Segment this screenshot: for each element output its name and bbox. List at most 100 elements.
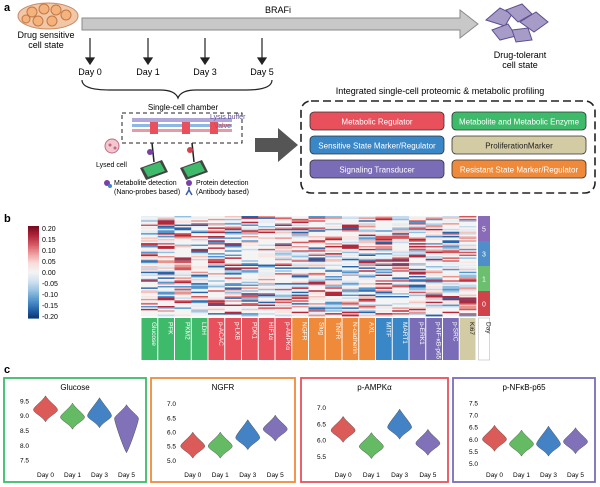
heatmap-cell [157,313,175,315]
heatmap-cell [141,294,159,297]
heatmap-cell [358,230,376,233]
heatmap-cell [342,221,360,224]
heatmap-cell [191,310,209,313]
column-label-box [275,318,292,360]
heatmap-cell [174,270,192,273]
category-label: ProliferationMarker [485,142,553,151]
heatmap-cell [224,304,242,307]
heatmap-cell [208,276,226,278]
heatmap-cell [442,221,460,224]
heatmap-cell [459,230,477,233]
heatmap-cell [275,287,293,290]
heatmap-cell [358,246,376,248]
heatmap-cell [291,251,309,254]
heatmap-cell [291,278,309,281]
heatmap-cell [191,231,209,234]
column-label-box [426,318,442,360]
heatmap-cell [291,310,309,313]
heatmap-cell [157,254,175,257]
heatmap-cell [141,257,159,260]
heatmap-cell [141,260,159,263]
colorbar-cell [28,236,39,239]
treatment-label: BRAFi [265,5,291,15]
heatmap-cell [342,223,360,225]
heatmap-cell [275,284,293,287]
heatmap-cell [291,244,309,247]
heatmap-cell [275,290,293,293]
heatmap-cell [442,290,460,293]
heatmap-cell [342,301,360,304]
heatmap-cell [258,274,276,277]
heatmap-cell [392,263,410,265]
colorbar-cell [28,233,39,236]
heatmap-cell [241,278,259,281]
colorbar-cell [28,285,39,288]
column-label: Slug [317,322,324,335]
heatmap-cell [392,268,410,271]
heatmap-cell [392,273,410,275]
heatmap-cell [459,224,477,227]
heatmap-cell [291,294,309,297]
heatmap-cell [409,274,427,277]
heatmap-cell [291,284,309,287]
heatmap-cell [342,240,360,243]
heatmap-cell [174,234,192,237]
heatmap-cell [208,311,226,314]
heatmap-cell [325,314,343,317]
heatmap-cell [275,270,293,273]
heatmap-cell [157,218,175,221]
colorbar-cell [28,229,39,232]
heatmap-cell [325,280,343,283]
heatmap-cell [291,277,309,280]
heatmap-cell [291,263,309,265]
heatmap-cell [392,267,410,270]
heatmap-cell [224,246,242,248]
heatmap-cell [191,314,209,317]
heatmap-cell [459,241,477,244]
heatmap-cell [291,240,309,243]
heatmap-cell [459,291,477,294]
heatmap-cell [275,237,293,240]
colorbar-cell [28,311,39,314]
heatmap-cell [241,277,259,280]
heatmap-cell [442,250,460,253]
heatmap-cell [191,247,209,250]
heatmap-cell [325,240,343,243]
heatmap-cell [208,286,226,288]
heatmap-cell [258,300,276,303]
violin-xtick: Day 5 [118,472,135,479]
heatmap-cell [342,261,360,264]
heatmap-cell [291,261,309,264]
heatmap-cell [409,288,427,291]
heatmap-cell [141,216,159,218]
heatmap-cell [141,256,159,258]
heatmap-cell [375,236,393,238]
heatmap-cell [291,226,309,228]
heatmap-cell [442,220,460,223]
heatmap-cell [174,283,192,285]
heatmap-cell [325,238,343,241]
heatmap-cell [224,276,242,278]
heatmap-cell [191,287,209,290]
heatmap-cell [291,256,309,258]
heatmap-cell [208,247,226,250]
column-label-box [443,318,459,360]
heatmap-cell [174,273,192,275]
heatmap-cell [291,266,309,268]
heatmap-cell [392,227,410,230]
heatmap-cell [409,258,427,261]
heatmap-cell [241,306,259,308]
heatmap-cell [275,310,293,313]
heatmap-cell [157,286,175,288]
heatmap-cell [174,227,192,230]
colorbar-cell [28,259,39,262]
heatmap-cell [174,246,192,248]
heatmap-cell [409,286,427,288]
heatmap-cell [442,310,460,313]
heatmap-cell [208,217,226,220]
heatmap-cell [224,294,242,297]
heatmap-cell [141,293,159,295]
heatmap-cell [459,297,477,300]
category-label: Metabolic Regulator [341,118,412,127]
heatmap-cell [442,251,460,254]
